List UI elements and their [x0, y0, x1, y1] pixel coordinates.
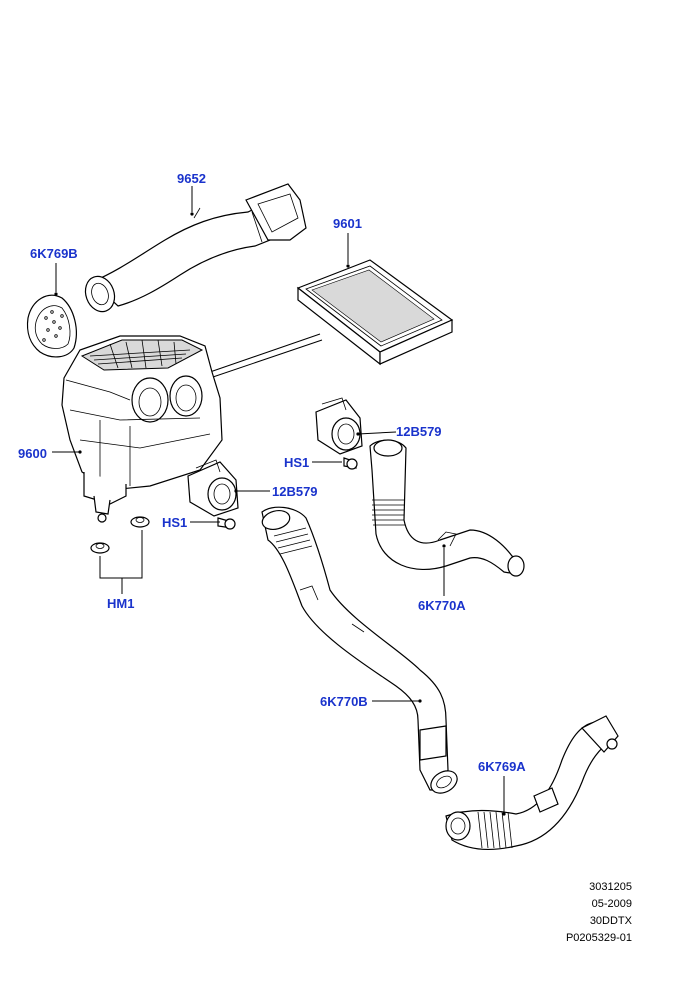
footer-date: 05-2009 — [591, 898, 632, 910]
callout-HM1: HM1 — [107, 596, 134, 611]
seal-6K769B — [26, 294, 77, 358]
air-cleaner-housing-9600 — [61, 335, 223, 523]
callout-HS1-lower: HS1 — [162, 515, 187, 530]
bolt-upper — [343, 457, 358, 470]
leader-lines — [52, 186, 506, 816]
mount-rubbers — [90, 516, 150, 554]
callout-12B579-upper: 12B579 — [396, 424, 442, 439]
callout-6K769B: 6K769B — [30, 246, 78, 261]
callout-9600: 9600 — [18, 446, 47, 461]
maf-sensor-upper — [315, 397, 363, 455]
callout-HS1-upper: HS1 — [284, 455, 309, 470]
callout-6K769A: 6K769A — [478, 759, 526, 774]
tube-6K770B — [261, 506, 458, 794]
callout-6K770B: 6K770B — [320, 694, 368, 709]
hose-6K770A — [369, 439, 525, 577]
hose-6K769A — [445, 715, 619, 850]
filter-guide-line-2 — [209, 333, 321, 373]
callout-9652: 9652 — [177, 171, 206, 186]
filter-element-9601 — [296, 259, 454, 366]
footer-code-2: 30DDTX — [589, 915, 632, 927]
bolt-lower — [217, 517, 236, 530]
footer-ref: P0205329-01 — [565, 932, 632, 944]
callout-6K770A: 6K770A — [418, 598, 466, 613]
intake-duct-9652 — [84, 183, 307, 313]
callout-9601: 9601 — [333, 216, 362, 231]
filter-guide-line — [209, 339, 323, 379]
callout-12B579-lower: 12B579 — [272, 484, 318, 499]
maf-sensor-lower — [187, 459, 239, 517]
footer-code-1: 3031205 — [589, 881, 632, 893]
